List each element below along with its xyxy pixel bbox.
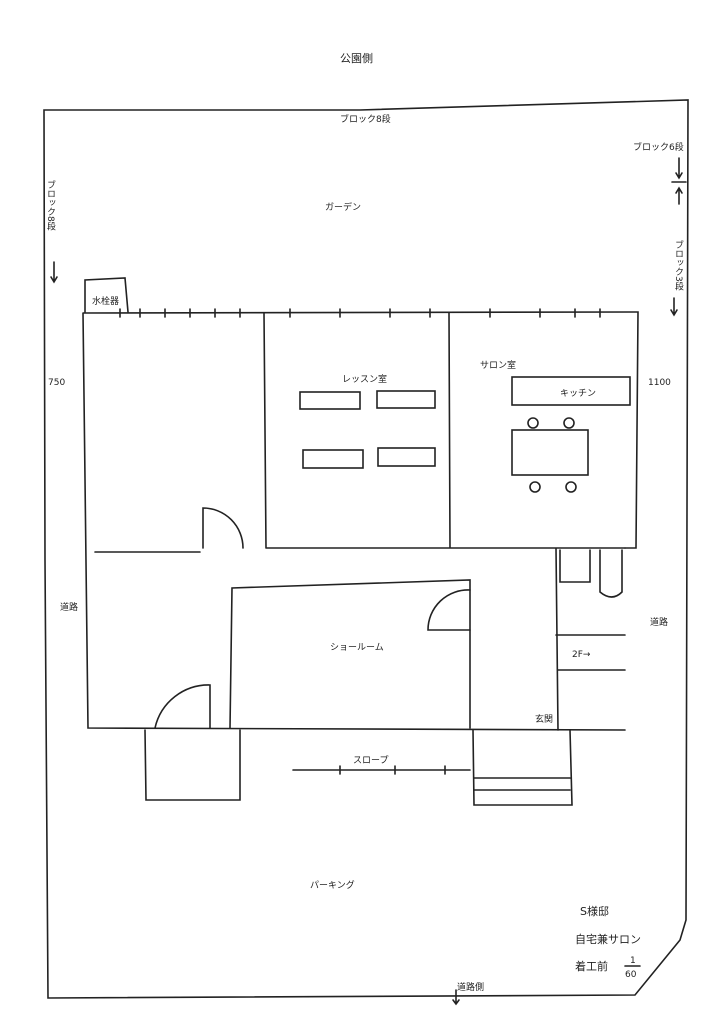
garden-label: ガーデン [325, 201, 361, 213]
kitchen-counter [511, 376, 631, 406]
slope-line [292, 765, 471, 775]
arrow-down [50, 261, 58, 284]
chairs [527, 417, 577, 493]
road-side-label: 道路側 [457, 981, 484, 993]
showroom-label: ショールーム [330, 642, 384, 653]
scale-numerator: 1 [630, 956, 636, 966]
top-block-label: ブロック8段 [340, 113, 391, 125]
wall-ticks [119, 308, 601, 318]
porch-and-steps [144, 729, 573, 806]
lesson-label: レッスン室 [342, 373, 387, 385]
left-block-label: ブロック8段 [45, 179, 56, 232]
building-outline [82, 311, 639, 731]
bath-fixtures [559, 549, 623, 598]
left-dimension: 750 [48, 378, 65, 388]
slope-label: スロープ [353, 755, 388, 766]
arrow-down [670, 297, 678, 317]
desks [299, 390, 436, 469]
right-block-side-label: ブロック3段 [673, 239, 684, 292]
site-boundary [43, 99, 689, 999]
right-dimension: 1100 [648, 378, 671, 388]
client-name: S様邸 [580, 904, 609, 918]
arrow-down [671, 157, 687, 205]
water-fixture [84, 277, 129, 313]
scale-denominator: 60 [625, 970, 637, 980]
kitchen-label: キッチン [560, 388, 596, 399]
door [154, 507, 471, 729]
salon-label: サロン室 [480, 359, 516, 371]
dining-table [511, 429, 589, 476]
interior-walls [94, 312, 626, 731]
road-right-label: 道路 [650, 616, 668, 628]
road-left-label: 道路 [60, 601, 78, 613]
right-block-top-label: ブロック6段 [633, 141, 684, 153]
arrow-down [452, 989, 460, 1006]
project-name: 自宅兼サロン [575, 932, 641, 946]
parking-label: パーキング [310, 879, 355, 891]
water-label: 水栓器 [92, 295, 119, 307]
entrance-label: 玄関 [535, 713, 553, 725]
phase: 着工前 [575, 959, 608, 973]
title: 公園側 [340, 52, 373, 65]
stairs-label: 2F→ [572, 650, 591, 660]
